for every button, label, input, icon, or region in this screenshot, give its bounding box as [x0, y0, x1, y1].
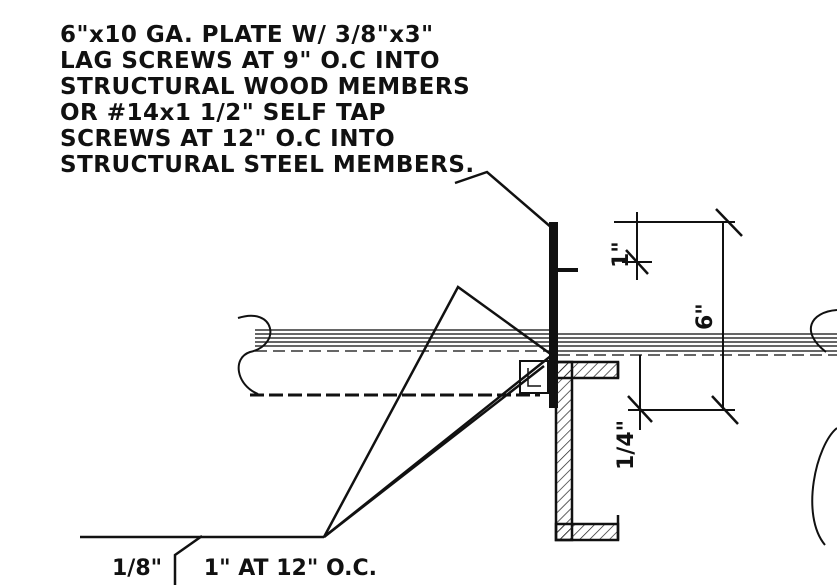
callout-line-3: STRUCTURAL WOOD MEMBERS: [60, 74, 471, 100]
steel-plate: [549, 222, 558, 408]
steel-channel: [554, 360, 620, 542]
weld-callout: 1/8" 1" AT 12" O.C.: [112, 556, 377, 581]
callout-line-4: OR #14x1 1/2" SELF TAP: [60, 100, 387, 126]
blocking-member: [519, 360, 549, 394]
callout-line-2: LAG SCREWS AT 9" O.C INTO: [60, 48, 441, 74]
weld-spec: 1" AT 12" O.C.: [203, 556, 378, 581]
weld-fillet-symbol: [173, 534, 203, 585]
callout-line-6: STRUCTURAL STEEL MEMBERS.: [60, 152, 475, 178]
callout-line-1: 6"x10 GA. PLATE W/ 3/8"x3": [60, 22, 434, 48]
plate-callout-note: 6"x10 GA. PLATE W/ 3/8"x3" LAG SCREWS AT…: [60, 22, 475, 178]
weld-leader-arrow: [323, 365, 545, 538]
break-line-left: [237, 314, 272, 395]
dim-bottom-offset: 1/4": [614, 420, 639, 470]
dim-plate-height: 6": [693, 303, 718, 330]
dim-top-offset: 1": [609, 241, 634, 268]
weld-size: 1/8": [112, 556, 163, 581]
deck-left: [255, 329, 549, 352]
weld-leader-triangle: [322, 285, 555, 538]
break-line-right-lower: [811, 427, 837, 546]
break-line-right: [809, 309, 837, 353]
callout-leader: [454, 170, 553, 229]
deck-right: [558, 333, 837, 356]
dimension-lines: [614, 208, 743, 430]
callout-line-5: SCREWS AT 12" O.C INTO: [60, 126, 396, 152]
